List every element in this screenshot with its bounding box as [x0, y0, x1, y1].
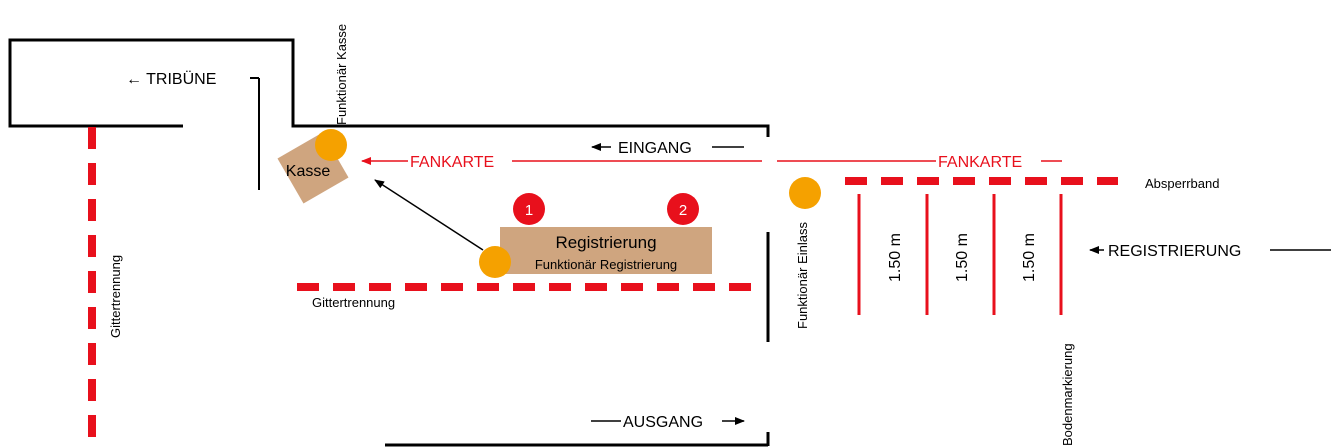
ausgang-label: AUSGANG: [623, 414, 703, 431]
fankarte-right-label: FANKARTE: [938, 154, 1022, 171]
bodenmarkierung-label: Bodenmarkierung: [1060, 343, 1075, 446]
kasse-label: Kasse: [286, 163, 331, 180]
lane-3-width-label: 1.50 m: [1021, 233, 1038, 282]
lane-2-width-label: 1.50 m: [954, 233, 971, 282]
registration-to-kasse-arrow: [374, 179, 484, 251]
funktionaer-kasse-label: Funktionär Kasse: [334, 24, 349, 125]
registrierung-entry-label: REGISTRIERUNG: [1108, 243, 1241, 260]
badge-1-label: 1: [525, 202, 533, 219]
absperrband-label: Absperrband: [1145, 176, 1219, 191]
flow-arrows: [374, 143, 1331, 425]
kasse-official-dot: [315, 129, 347, 161]
badge-1: [513, 193, 545, 225]
fankarte-left-label: FANKARTE: [410, 154, 494, 171]
entry-official-dot: [789, 177, 821, 209]
tribune-wall: [8, 38, 770, 137]
tribune-label: ← TRIBÜNE: [126, 70, 216, 88]
registration-desk: [500, 227, 712, 274]
registration-official-label: Funktionär Registrierung: [535, 257, 677, 272]
badge-2: [667, 193, 699, 225]
badge-2-label: 2: [679, 202, 687, 219]
gittertrennung-horizontal-label: Gittertrennung: [312, 295, 395, 310]
walls: [8, 38, 770, 447]
lane-1-width-label: 1.50 m: [887, 233, 904, 282]
eingang-label: EINGANG: [618, 140, 692, 157]
barriers: [88, 127, 1118, 447]
gittertrennung-vertical-label: Gittertrennung: [108, 255, 123, 338]
funktionaer-einlass-label: Funktionär Einlass: [795, 222, 810, 329]
registration-official-dot: [479, 246, 511, 278]
lane-markings: [857, 194, 1063, 315]
registration-desk-label: Registrierung: [555, 233, 656, 252]
